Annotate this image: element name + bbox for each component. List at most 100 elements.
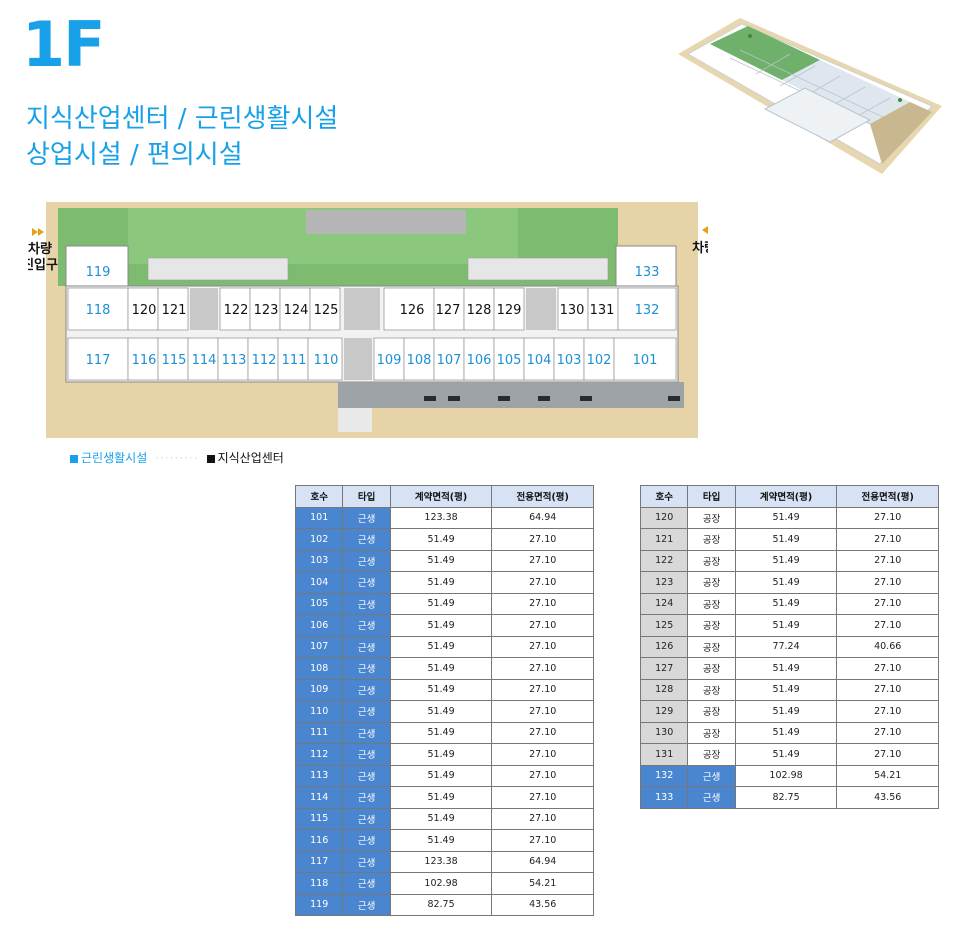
contract-area-cell: 51.49 (389, 657, 493, 680)
contract-area-cell: 51.49 (389, 700, 493, 723)
contract-area-cell: 51.49 (389, 549, 493, 572)
unit-label: 131 (590, 303, 615, 318)
type-cell: 근생 (342, 872, 391, 895)
contract-area-cell: 51.49 (734, 592, 838, 615)
unit-label: 132 (635, 303, 660, 318)
contract-area-cell: 51.49 (389, 743, 493, 766)
contract-area-cell: 51.49 (389, 678, 493, 701)
unit-label: 125 (314, 303, 339, 318)
contract-area-cell: 82.75 (389, 893, 493, 916)
legend-black-label: 지식산업센터 (217, 451, 284, 465)
legend: 근린생활시설 ········· 지식산업센터 (70, 449, 284, 466)
exclusive-area-cell: 27.10 (836, 549, 939, 572)
exclusive-area-cell: 27.10 (491, 635, 594, 658)
unit-cell: 119 (294, 893, 344, 916)
building-isometric-image (678, 18, 942, 174)
unit-cell: 115 (294, 807, 344, 830)
unit-label: 106 (467, 353, 492, 368)
unit-label: 110 (314, 353, 339, 368)
exclusive-area-cell: 27.10 (491, 721, 594, 744)
type-cell: 근생 (342, 657, 391, 680)
exclusive-area-cell: 27.10 (491, 614, 594, 637)
legend-divider: ········· (155, 450, 199, 465)
contract-area-cell: 77.24 (734, 635, 838, 658)
column-header-contract-area: 계약면적(평) (389, 485, 493, 508)
contract-area-cell: 51.49 (389, 786, 493, 809)
unit-cell: 110 (294, 700, 344, 723)
exclusive-area-cell: 54.21 (491, 872, 594, 895)
unit-label: 123 (254, 303, 279, 318)
exclusive-area-cell: 27.10 (491, 829, 594, 852)
type-cell: 근생 (342, 850, 391, 873)
contract-area-cell: 51.49 (734, 700, 838, 723)
unit-cell: 102 (294, 528, 344, 551)
exclusive-area-cell: 27.10 (491, 743, 594, 766)
unit-label: 119 (86, 265, 111, 280)
type-cell: 공장 (687, 571, 736, 594)
unit-label: 118 (86, 303, 111, 318)
column-header-contract-area: 계약면적(평) (734, 485, 838, 508)
unit-cell: 105 (294, 592, 344, 615)
unit-label: 127 (436, 303, 461, 318)
exclusive-area-cell: 27.10 (836, 743, 939, 766)
type-cell: 근생 (342, 786, 391, 809)
contract-area-cell: 51.49 (389, 829, 493, 852)
type-cell: 공장 (687, 678, 736, 701)
unit-label: 124 (284, 303, 309, 318)
unit-cell: 132 (639, 764, 689, 787)
exclusive-area-cell: 64.94 (491, 506, 594, 529)
exclusive-area-cell: 27.10 (836, 614, 939, 637)
unit-label: 121 (162, 303, 187, 318)
floor-plan: 차량 진입구 차량출구 119 133 118 132 120 121 122 … (28, 202, 708, 438)
type-cell: 근생 (342, 571, 391, 594)
contract-area-cell: 123.38 (389, 850, 493, 873)
unit-label: 103 (557, 353, 582, 368)
unit-label: 108 (407, 353, 432, 368)
entrance-label-1: 차량 (28, 241, 52, 257)
unit-cell: 131 (639, 743, 689, 766)
contract-area-cell: 51.49 (389, 807, 493, 830)
type-cell: 근생 (342, 721, 391, 744)
contract-area-cell: 102.98 (734, 764, 838, 787)
unit-cell: 124 (639, 592, 689, 615)
type-cell: 공장 (687, 635, 736, 658)
contract-area-cell: 102.98 (389, 872, 493, 895)
exclusive-area-cell: 27.10 (491, 678, 594, 701)
type-cell: 공장 (687, 743, 736, 766)
exclusive-area-cell: 27.10 (836, 506, 939, 529)
column-header-exclusive-area: 전용면적(평) (836, 485, 939, 508)
contract-area-cell: 51.49 (389, 721, 493, 744)
contract-area-cell: 51.49 (389, 614, 493, 637)
legend-item-knowledge-center: 지식산업센터 (206, 449, 284, 466)
unit-label: 105 (497, 353, 522, 368)
contract-area-cell: 51.49 (734, 549, 838, 572)
unit-cell: 114 (294, 786, 344, 809)
contract-area-cell: 51.49 (734, 743, 838, 766)
unit-label: 128 (467, 303, 492, 318)
unit-label: 109 (377, 353, 402, 368)
legend-item-retail: 근린생활시설 (70, 449, 147, 466)
unit-cell: 107 (294, 635, 344, 658)
exclusive-area-cell: 27.10 (491, 571, 594, 594)
unit-cell: 128 (639, 678, 689, 701)
exclusive-area-cell: 43.56 (491, 893, 594, 916)
exclusive-area-cell: 27.10 (491, 764, 594, 787)
unit-label: 114 (192, 353, 217, 368)
unit-label: 112 (252, 353, 277, 368)
exclusive-area-cell: 27.10 (836, 592, 939, 615)
